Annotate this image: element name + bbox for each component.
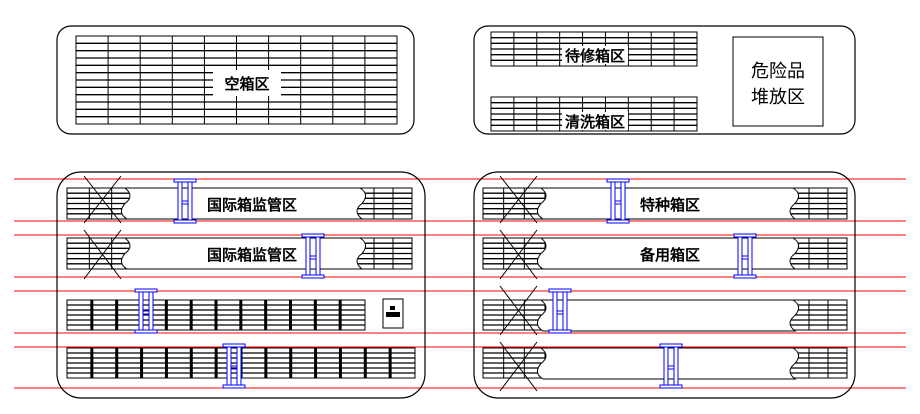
crane-beam [222,384,246,389]
crane-beam [548,288,572,293]
crane-leg [747,236,753,276]
building-icon [382,298,404,329]
gantry-crane [173,178,197,224]
crane-beam [301,274,325,279]
crane-leg [663,346,669,386]
repair-zone-label: 待修箱区 [565,47,625,65]
crane-beam [173,219,197,224]
container-stacks [66,31,848,392]
lane-gap [537,237,799,270]
repair-wash-zone [473,25,856,135]
gantry-cranes [134,178,757,389]
crane-leg [610,181,616,221]
crane-leg [148,291,154,331]
hazard-zone-label-1: 危险品 [751,61,805,82]
lane-gap [537,299,799,332]
crane-beam [301,233,325,238]
wash-zone-label: 清洗箱区 [565,113,625,131]
crane-beam [733,274,757,279]
crane-beam [548,329,572,334]
container-stack [789,187,848,220]
crane-leg [673,346,679,386]
gantry-crane [134,288,158,334]
crane-beam [606,219,630,224]
repair-label-bg [562,46,628,64]
gantry-crane [733,233,757,279]
crane-beam [659,343,683,348]
intl-zone-label-2: 国际箱监管区 [207,246,297,264]
yard-block-right [473,171,856,399]
crane-beam [606,178,630,183]
container-stack [789,299,848,331]
crane-beam [134,288,158,293]
crane-leg [138,291,144,331]
crane-beam [659,384,683,389]
lane-gap [121,237,366,270]
crane-leg [315,236,321,276]
hazard-zone-label-2: 堆放区 [751,87,805,108]
gantry-crane [659,343,683,389]
gantry-crane [548,288,572,334]
crane-beam [222,343,246,348]
gantry-crane [222,343,246,389]
lane-gap [537,187,799,220]
empty-zone-label: 空箱区 [224,75,269,93]
cross-line [83,229,122,280]
gantry-crane [606,178,630,224]
container-stack [482,347,546,379]
intl-zone-label-1: 国际箱监管区 [207,196,297,214]
container-stack [789,347,848,379]
cross-line [499,285,538,336]
crane-beam [173,178,197,183]
cross-line [499,175,538,224]
container-stack [482,237,546,270]
hazard-zone [732,36,824,127]
crane-leg [187,181,193,221]
cross-line [83,175,122,224]
spare-zone-label: 备用箱区 [639,246,700,264]
yard-block-left [56,171,426,399]
crane-beam [733,233,757,238]
cross-line [499,341,538,392]
gantry-crane [301,233,325,279]
cross-line [499,229,538,280]
crane-leg [562,291,568,331]
empty-container-zone [56,25,415,135]
empty-label-bg [213,70,281,96]
container-stack [482,187,546,220]
crane-leg [177,181,183,221]
crane-rails [14,178,906,389]
crane-leg [236,346,242,386]
special-zone-label: 特种箱区 [640,196,700,214]
crane-leg [305,236,311,276]
wash-label-bg [562,112,628,130]
crane-beam [134,329,158,334]
crane-leg [620,181,626,221]
container-stack [66,299,366,331]
crane-leg [226,346,232,386]
container-stack [789,237,848,270]
crane-leg [737,236,743,276]
crane-leg [552,291,558,331]
